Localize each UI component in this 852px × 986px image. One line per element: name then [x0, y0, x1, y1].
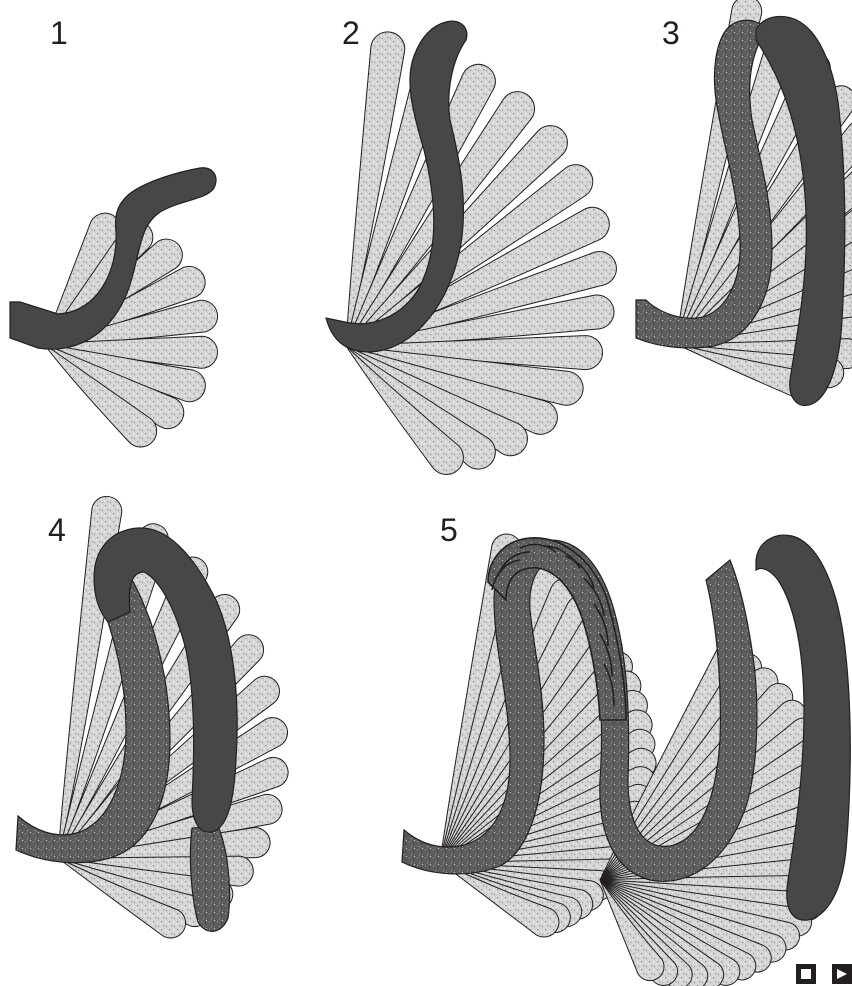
- play-icon: [832, 964, 852, 984]
- stage-3-figure: [636, 0, 852, 406]
- stage-4-label: 4: [48, 512, 66, 548]
- stop-icon: [796, 964, 816, 984]
- stage-2-label: 2: [342, 15, 360, 51]
- stage-4-right-arm: [190, 826, 229, 931]
- stage-1-label: 1: [50, 15, 68, 51]
- stage-2-lobes: [346, 32, 616, 475]
- stage-1-figure: [10, 168, 218, 447]
- stage-2-figure: [326, 21, 616, 474]
- stage-3-label: 3: [662, 15, 680, 51]
- stage-5-figure: [402, 534, 850, 986]
- stage-4-figure: [16, 496, 288, 938]
- stage-5-label: 5: [440, 512, 458, 548]
